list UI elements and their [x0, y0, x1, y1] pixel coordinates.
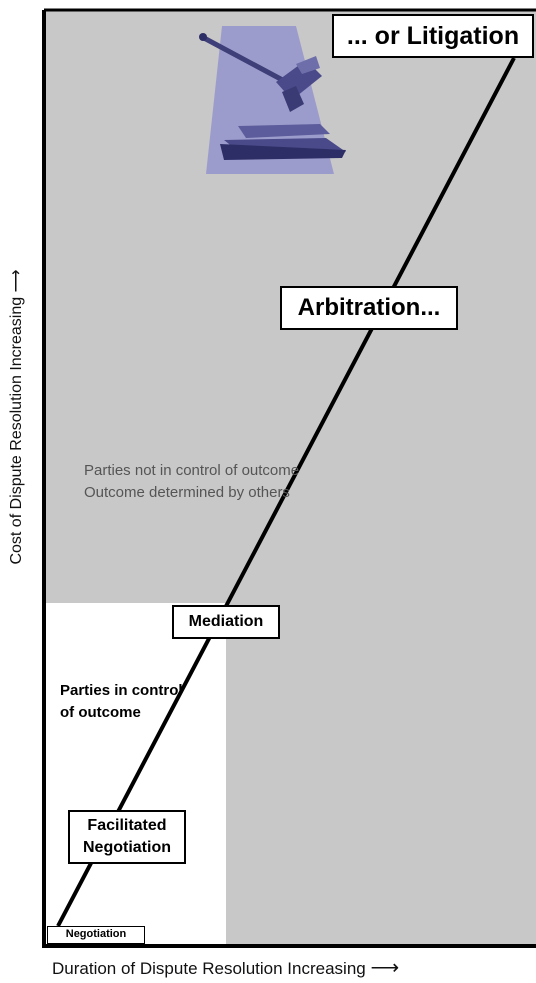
litigation-label: ... or Litigation — [332, 14, 534, 58]
x-axis-label: Duration of Dispute Resolution Increasin… — [52, 955, 472, 981]
x-axis-label-text: Duration of Dispute Resolution Increasin… — [52, 959, 366, 978]
diagram-frame — [42, 10, 536, 948]
facilitated-negotiation-label: Facilitated Negotiation — [68, 810, 186, 864]
in-control-line-1: Parties in control — [60, 682, 183, 699]
not-in-control-zone — [44, 10, 536, 946]
not-in-control-line-1: Parties not in control of outcome — [84, 462, 300, 479]
not-in-control-caption: Parties not in control of outcome Outcom… — [84, 460, 299, 504]
negotiation-label: Negotiation — [47, 926, 145, 944]
mediation-label: Mediation — [172, 605, 280, 639]
arbitration-label: Arbitration... — [280, 286, 458, 330]
in-control-line-2: of outcome — [60, 704, 141, 721]
not-in-control-line-2: Outcome determined by others — [84, 484, 290, 501]
y-axis-arrow-icon: ⟶ — [8, 269, 25, 293]
x-axis-arrow-icon: ⟶ — [370, 957, 400, 979]
y-axis-label: Cost of Dispute Resolution Increasing ⟶ — [7, 197, 27, 637]
in-control-caption: Parties in control of outcome — [60, 680, 183, 724]
y-axis-label-text: Cost of Dispute Resolution Increasing — [8, 296, 25, 565]
facilitated-line-1: Facilitated — [87, 817, 167, 834]
escalation-line — [56, 57, 516, 927]
facilitated-line-2: Negotiation — [83, 839, 171, 856]
gavel-icon — [199, 26, 346, 174]
